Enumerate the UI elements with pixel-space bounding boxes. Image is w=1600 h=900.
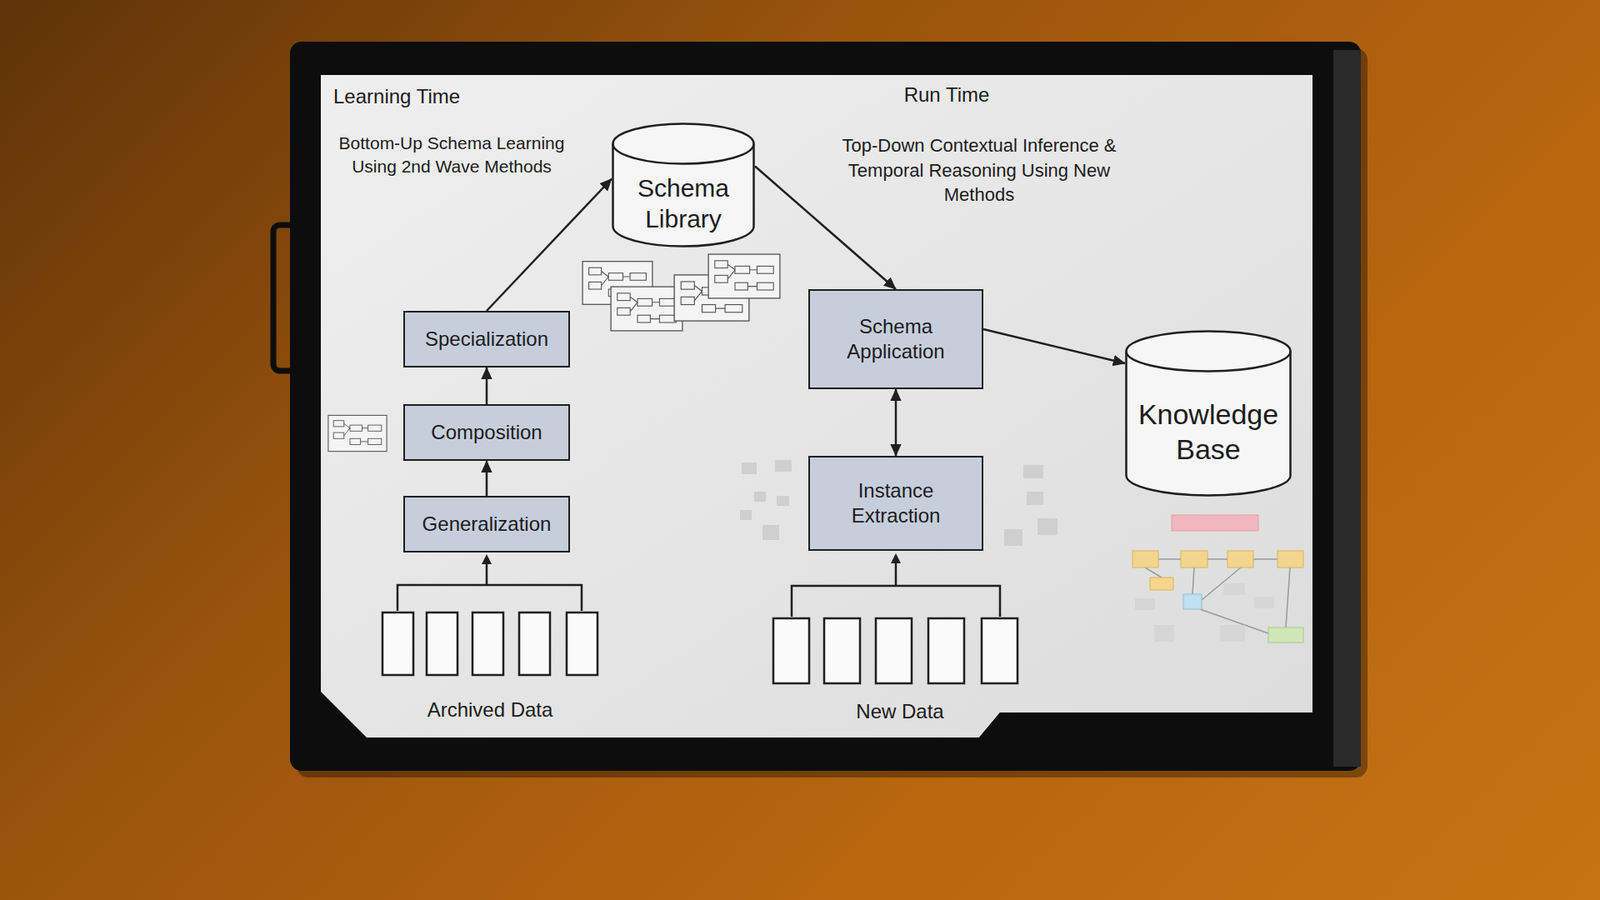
node-label: Generalization bbox=[422, 511, 552, 537]
schema-thumbnail bbox=[610, 286, 683, 331]
section-title: Run Time bbox=[863, 81, 1030, 109]
database-cylinder: Schema Library bbox=[611, 122, 755, 248]
knowledge-graph-illustration bbox=[1132, 515, 1304, 643]
process-box: Composition bbox=[403, 404, 570, 461]
bracket-arrowhead bbox=[890, 553, 901, 564]
schema-thumbnail bbox=[708, 254, 780, 299]
process-box: Schema Application bbox=[808, 289, 984, 390]
bezel-edge bbox=[1333, 50, 1361, 767]
node-label: Knowledge Base bbox=[1135, 396, 1282, 468]
node-label: Specialization bbox=[425, 326, 549, 352]
monitor-bezel bbox=[290, 41, 1361, 771]
cylinder-body bbox=[1126, 331, 1291, 496]
process-note: Top-Down Contextual Inference & Temporal… bbox=[833, 133, 1125, 208]
process-box: Specialization bbox=[403, 310, 570, 368]
flow-arrow bbox=[755, 166, 896, 290]
section-title: Learning Time bbox=[333, 83, 550, 110]
node-label: Composition bbox=[430, 420, 542, 445]
data-caption: Archived Data bbox=[406, 696, 574, 724]
flow-arrow bbox=[485, 460, 489, 496]
flow-arrow bbox=[485, 367, 489, 405]
merge-bracket bbox=[791, 560, 1000, 617]
cylinder-body bbox=[613, 124, 755, 247]
schema-thumbnail bbox=[328, 415, 387, 451]
process-box: Instance Extraction bbox=[808, 455, 984, 551]
flow-arrow bbox=[983, 329, 1125, 364]
screen bbox=[320, 75, 1313, 738]
data-boxes bbox=[773, 618, 1018, 684]
merge-bracket bbox=[397, 561, 582, 611]
bezel-notch bbox=[979, 712, 1313, 738]
data-boxes bbox=[382, 612, 598, 675]
database-cylinder: Knowledge Base bbox=[1125, 330, 1292, 497]
frame-shadow bbox=[296, 48, 1368, 778]
monitor-handle bbox=[273, 225, 299, 371]
bracket-arrowhead bbox=[481, 554, 492, 565]
node-label: Instance Extraction bbox=[820, 478, 972, 529]
flow-arrow bbox=[895, 389, 898, 456]
process-box: Generalization bbox=[403, 495, 570, 553]
node-label: Schema Library bbox=[621, 172, 745, 235]
node-label: Schema Application bbox=[820, 314, 972, 365]
data-caption: New Data bbox=[816, 698, 984, 725]
cylinder-rim bbox=[1126, 351, 1291, 372]
flow-arrow bbox=[486, 179, 612, 312]
process-note: Bottom-Up Schema Learning Using 2nd Wave… bbox=[326, 131, 577, 180]
cylinder-rim bbox=[613, 144, 755, 165]
